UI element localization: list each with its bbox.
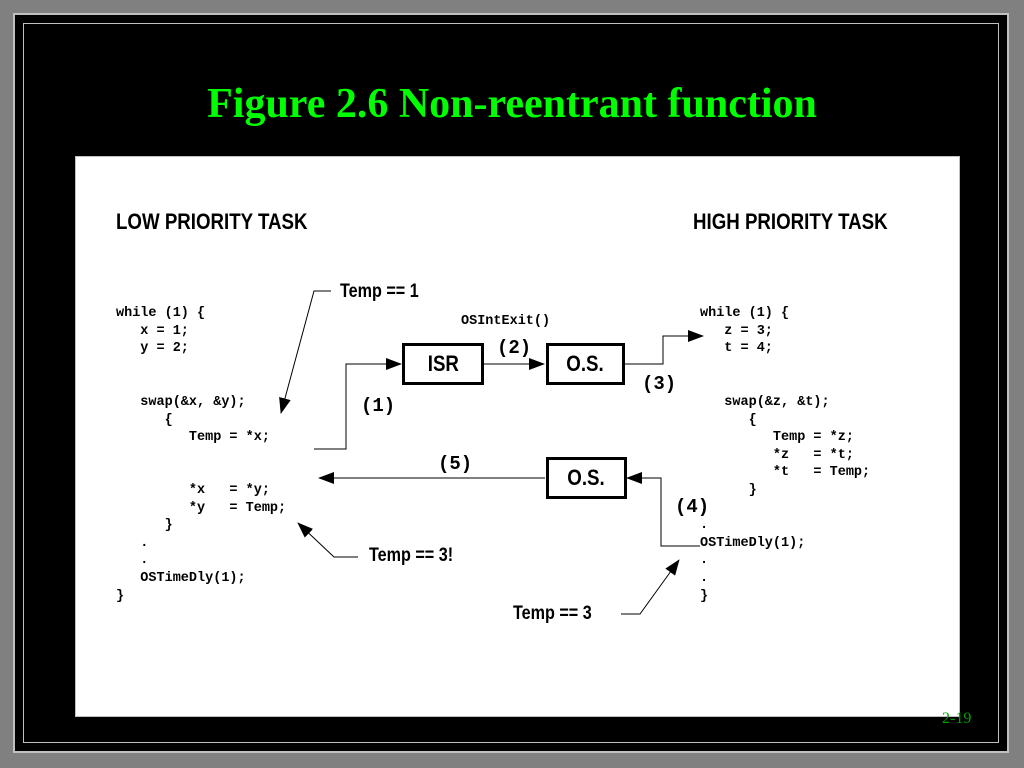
annotation-temp-3: Temp == 3 (513, 603, 592, 624)
high-task-code-swap: swap(&z, &t); { Temp = *z; *z = *t; *t =… (700, 395, 871, 604)
step-label-4: (4) (675, 496, 710, 518)
high-priority-header: HIGH PRIORITY TASK (693, 209, 888, 234)
slide-page-number: 2-19 (942, 710, 972, 727)
arrow-temp-3-excl (297, 522, 358, 558)
arrow-step-4 (626, 472, 700, 547)
arrow-temp-1 (279, 290, 331, 414)
high-task-code-top: while (1) { z = 3; t = 4; (700, 306, 790, 357)
step-label-5: (5) (438, 453, 473, 475)
low-priority-header: LOW PRIORITY TASK (116, 209, 308, 234)
annotation-temp-1: Temp == 1 (340, 281, 419, 302)
annotation-temp-3-excl: Temp == 3! (369, 545, 454, 566)
arrow-temp-3 (621, 559, 680, 615)
step-label-3: (3) (642, 373, 677, 395)
low-task-code-swap: swap(&x, &y); { Temp = *x; (140, 395, 270, 446)
annotation-osintexit: OSIntExit() (461, 314, 551, 329)
step-label-1: (1) (361, 395, 396, 417)
step-label-2: (2) (497, 337, 532, 359)
slide-title: Figure 2.6 Non-reentrant function (207, 81, 817, 127)
diagram-panel: LOW PRIORITY TASK HIGH PRIORITY TASK whi… (75, 156, 960, 717)
low-task-code-top: while (1) { x = 1; y = 2; (116, 306, 206, 357)
flow-arrows (279, 290, 704, 615)
os-box-bottom: O.S. (546, 457, 627, 499)
low-task-code-assign: *x = *y; *y = Temp; } . . OSTimeDly(1); … (116, 483, 287, 604)
os-box-top: O.S. (546, 343, 625, 385)
isr-box: ISR (402, 343, 484, 385)
arrow-step-1 (314, 358, 402, 450)
arrow-step-3 (625, 330, 704, 365)
